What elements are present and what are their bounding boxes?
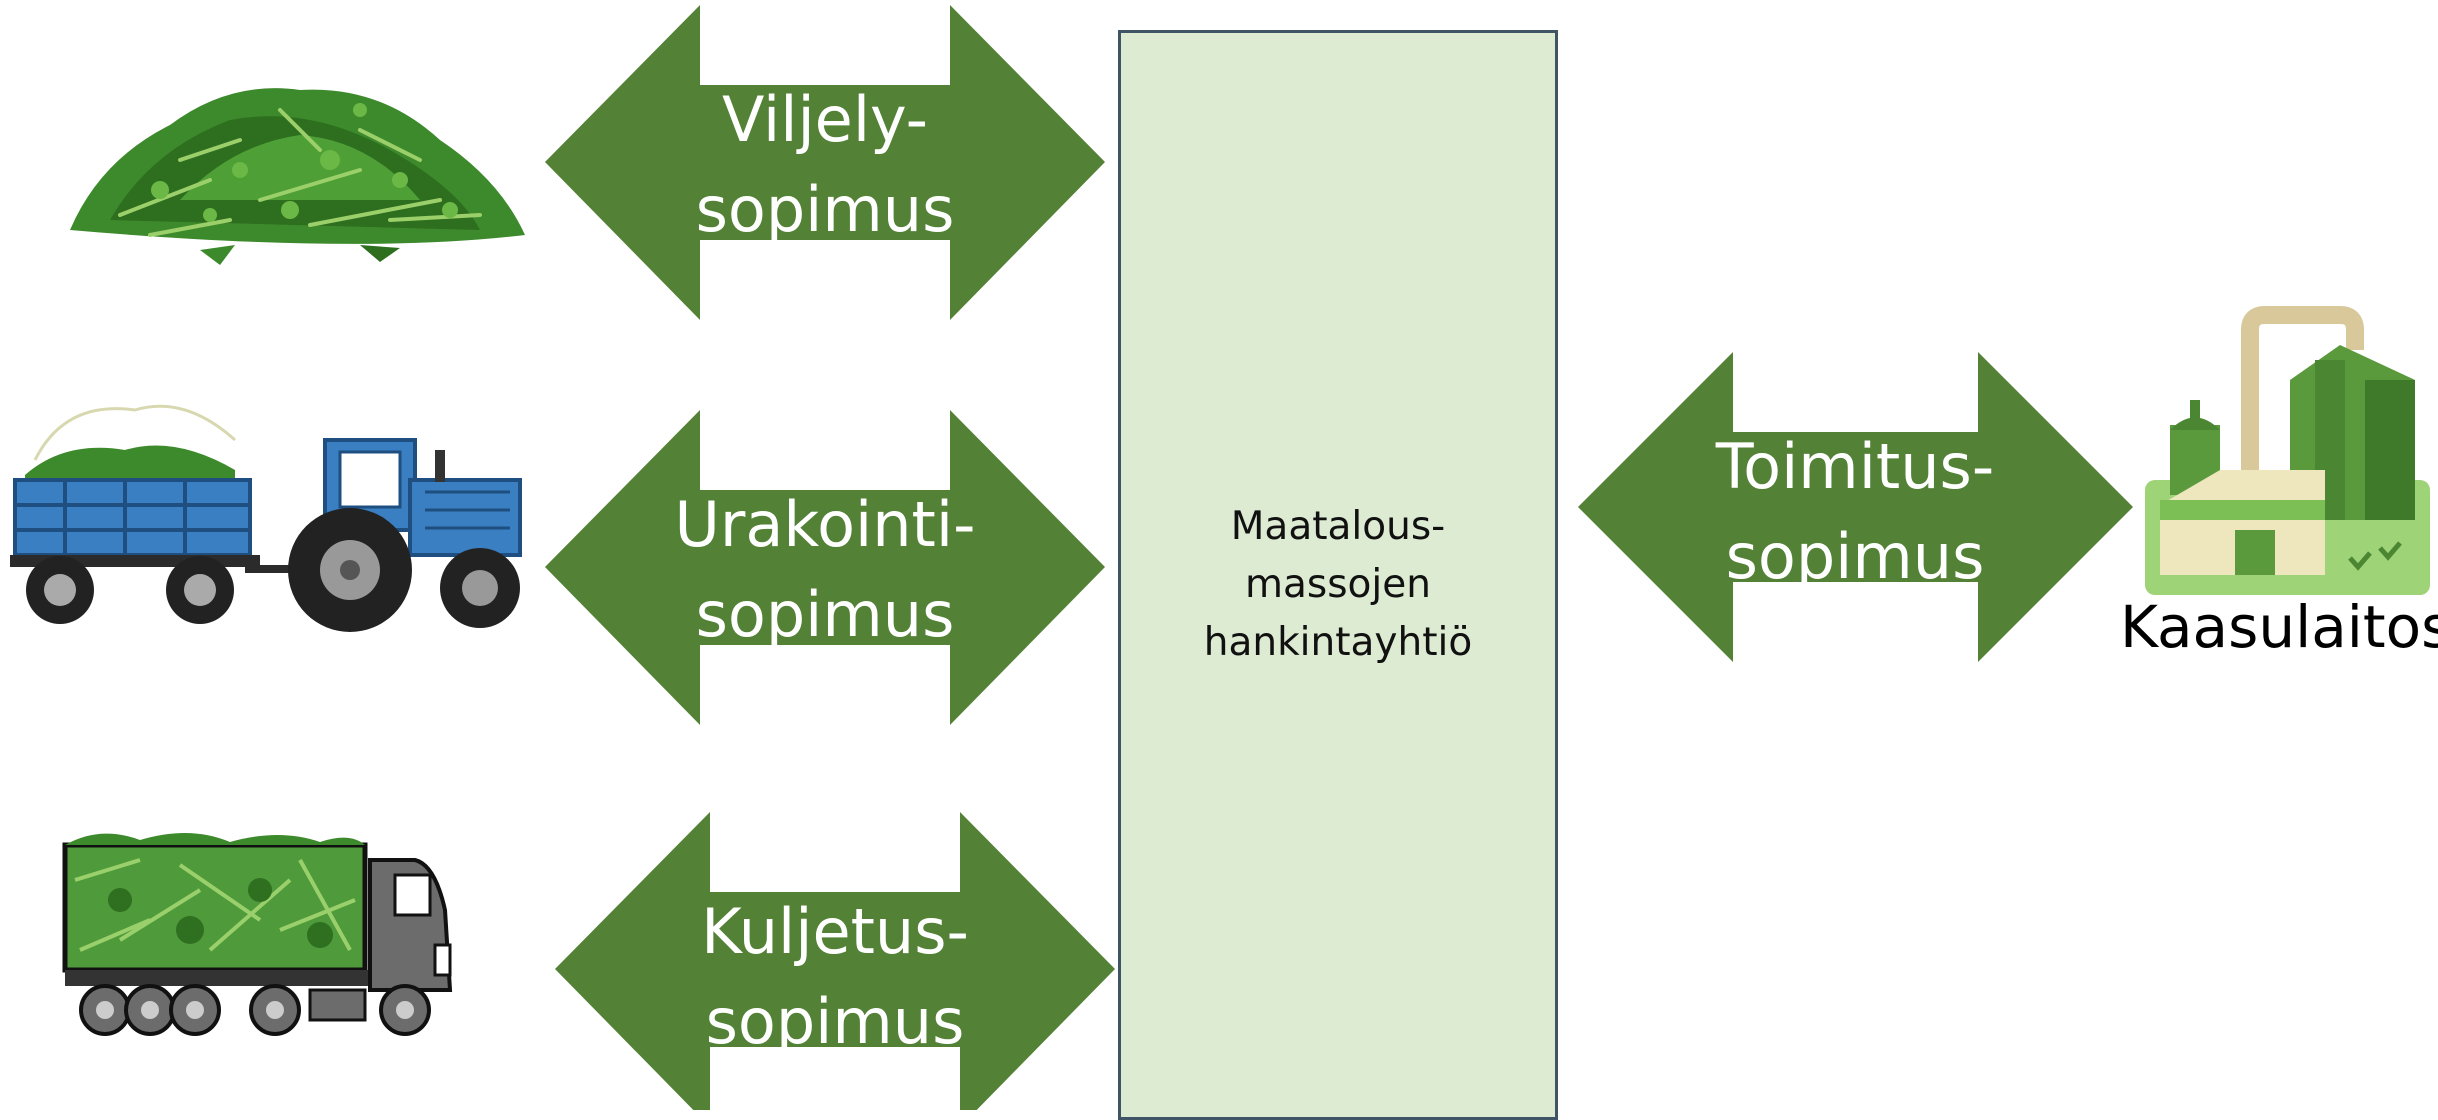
transport-contract-label: Kuljetus- sopimus — [660, 887, 1010, 1067]
contracting-contract-label: Urakointi- sopimus — [650, 480, 1000, 660]
delivery-contract-label: Toimitus- sopimus — [1680, 422, 2030, 602]
tractor-trailer-icon — [10, 404, 522, 632]
contracting-label-line1: Urakointi- — [674, 488, 976, 561]
hub-line1: Maatalous- — [1230, 504, 1446, 549]
contracting-label-line2: sopimus — [695, 578, 955, 651]
double-arrow-delivery — [1578, 352, 2133, 662]
double-arrow-contracting — [545, 410, 1105, 725]
biogas-plant-icon — [2145, 306, 2430, 595]
truck-trailer-icon — [62, 832, 453, 1036]
farming-label-line1: Viljely- — [721, 83, 929, 156]
grass-pile-icon — [70, 88, 525, 265]
hub-line2: massojen — [1245, 562, 1431, 607]
farming-label-line2: sopimus — [695, 173, 955, 246]
delivery-label-line2: sopimus — [1725, 520, 1985, 593]
farming-contract-label: Viljely- sopimus — [650, 75, 1000, 255]
transport-label-line2: sopimus — [705, 985, 965, 1058]
hub-line3: hankintayhtiö — [1203, 620, 1473, 665]
procurement-company-box: Maatalous- massojen hankintayhtiö — [1118, 30, 1558, 1120]
biogas-plant-label: Kaasulaitos — [2120, 593, 2438, 661]
transport-label-line1: Kuljetus- — [701, 895, 969, 968]
double-arrow-transport — [555, 812, 1115, 1110]
double-arrow-farming — [545, 5, 1105, 320]
delivery-label-line1: Toimitus- — [1715, 430, 1995, 503]
